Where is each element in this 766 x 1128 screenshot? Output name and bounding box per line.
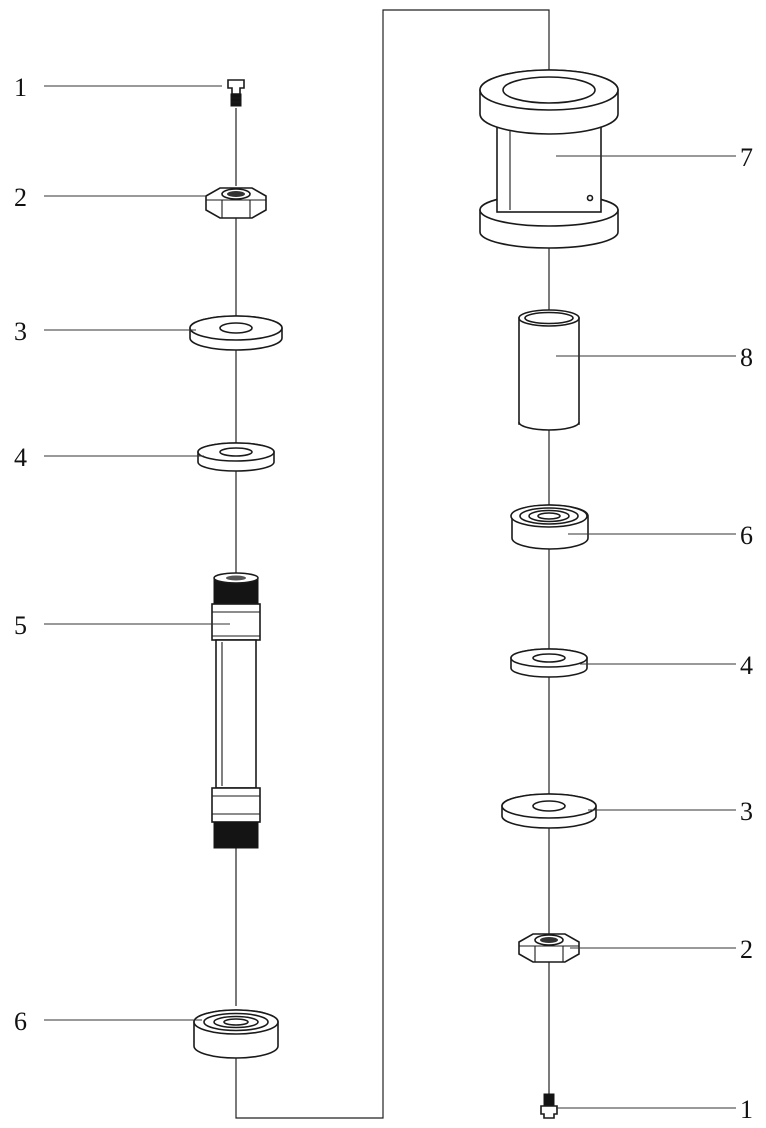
left-part-3-washer [189, 315, 283, 351]
callout-left-5: 5 [14, 611, 27, 640]
right-part-2-hex-nut [518, 933, 580, 963]
right-part-8-sleeve [518, 309, 580, 431]
right-leader-lines [556, 155, 736, 1109]
callout-left-3: 3 [14, 317, 27, 346]
callout-right-1: 1 [740, 1095, 753, 1124]
left-part-4-washer [197, 442, 275, 472]
right-part-4-washer [510, 648, 588, 678]
callout-right-2: 2 [740, 935, 753, 964]
callout-left-1: 1 [14, 73, 27, 102]
left-leader-lines [44, 85, 230, 1021]
right-part-3-washer [501, 793, 597, 829]
left-callouts: 1 2 3 4 5 6 [14, 73, 27, 1036]
right-part-7-roller [479, 69, 619, 249]
left-part-5-shaft [211, 572, 261, 849]
callout-right-4: 4 [740, 651, 753, 680]
callout-left-6: 6 [14, 1007, 27, 1036]
right-part-6-bearing [510, 504, 589, 550]
callout-right-6: 6 [740, 521, 753, 550]
left-part-1-screw [227, 79, 245, 107]
left-part-2-hex-nut [205, 187, 267, 219]
callout-right-3: 3 [740, 797, 753, 826]
callout-right-8: 8 [740, 343, 753, 372]
callout-left-2: 2 [14, 183, 27, 212]
callout-left-4: 4 [14, 443, 27, 472]
right-callouts: 7 8 6 4 3 2 1 [740, 143, 753, 1124]
left-part-6-bearing [193, 1009, 279, 1059]
callout-right-7: 7 [740, 143, 753, 172]
connection-path [235, 9, 550, 1119]
right-part-1-screw [540, 1093, 558, 1119]
